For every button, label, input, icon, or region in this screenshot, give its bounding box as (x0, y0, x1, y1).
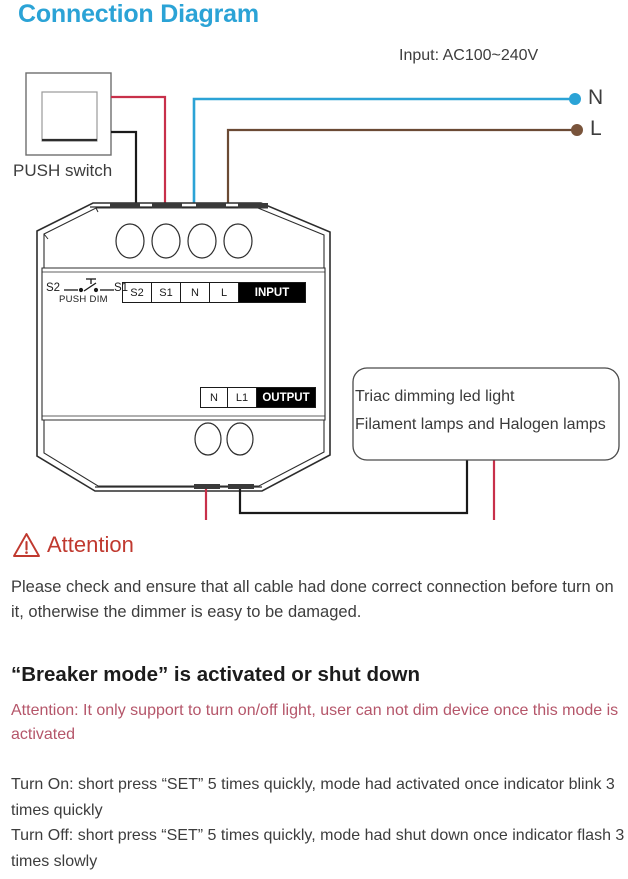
wire-live-brown (226, 128, 574, 205)
warning-triangle-icon (12, 532, 41, 558)
push-dim-s1-label: S1 (114, 282, 129, 294)
attention-heading: Attention (47, 532, 134, 557)
wire-switch-red (111, 95, 167, 205)
push-dim-symbol (64, 278, 114, 293)
page-title: Connection Diagram (18, 0, 259, 28)
output-terminal-n: N (201, 388, 228, 407)
output-terminal-block: N L1 OUTPUT (200, 387, 316, 408)
lamp-load-line-1: Triac dimming led light (355, 388, 515, 405)
output-block-tag: OUTPUT (257, 388, 315, 407)
input-terminal-s2: S2 (123, 283, 152, 302)
attention-heading-row: Attention (12, 532, 134, 558)
breaker-mode-instructions: Turn On: short press “SET” 5 times quick… (11, 772, 627, 874)
push-switch-graphic (25, 72, 112, 156)
output-terminal-l1: L1 (228, 388, 257, 407)
input-terminal-s1: S1 (152, 283, 181, 302)
terminal-dot-live (571, 124, 583, 136)
wire-neutral-blue (192, 97, 572, 205)
wiring-diagram (25, 72, 620, 525)
input-terminal-n: N (181, 283, 210, 302)
push-dim-caption: PUSH DIM (59, 294, 108, 305)
breaker-turn-off-instruction: Turn Off: short press “SET” 5 times quic… (11, 827, 625, 870)
push-dim-s2-label: S2 (46, 282, 61, 294)
wiring-diagram-svg (25, 72, 620, 525)
breaker-mode-heading: “Breaker mode” is activated or shut down (11, 663, 420, 686)
device-bottom-connector-strip (95, 484, 262, 489)
lamp-load-box (352, 367, 620, 461)
wire-switch-black (111, 130, 138, 205)
push-switch-label: PUSH switch (13, 161, 113, 180)
input-voltage-label: Input: AC100~240V (399, 47, 539, 64)
attention-body-text: Please check and ensure that all cable h… (11, 578, 614, 621)
dimmer-module (36, 202, 331, 492)
mains-live-label: L (590, 117, 602, 140)
device-bottom-vents (194, 422, 254, 456)
lamp-load-line-2: Filament lamps and Halogen lamps (355, 416, 606, 433)
breaker-mode-note: Attention: It only support to turn on/of… (11, 702, 619, 743)
lamp-load-box-text: Triac dimming led light Filament lamps a… (355, 383, 617, 439)
breaker-turn-on-instruction: Turn On: short press “SET” 5 times quick… (11, 776, 615, 819)
wire-output-black (238, 460, 469, 515)
input-block-tag: INPUT (239, 283, 305, 302)
device-top-connector-strip (90, 203, 268, 209)
input-terminal-l: L (210, 283, 239, 302)
device-top-vents (115, 223, 253, 259)
input-terminal-block: S2 S1 N L INPUT (122, 282, 306, 303)
terminal-dot-neutral (569, 93, 581, 105)
mains-neutral-label: N (588, 86, 604, 109)
